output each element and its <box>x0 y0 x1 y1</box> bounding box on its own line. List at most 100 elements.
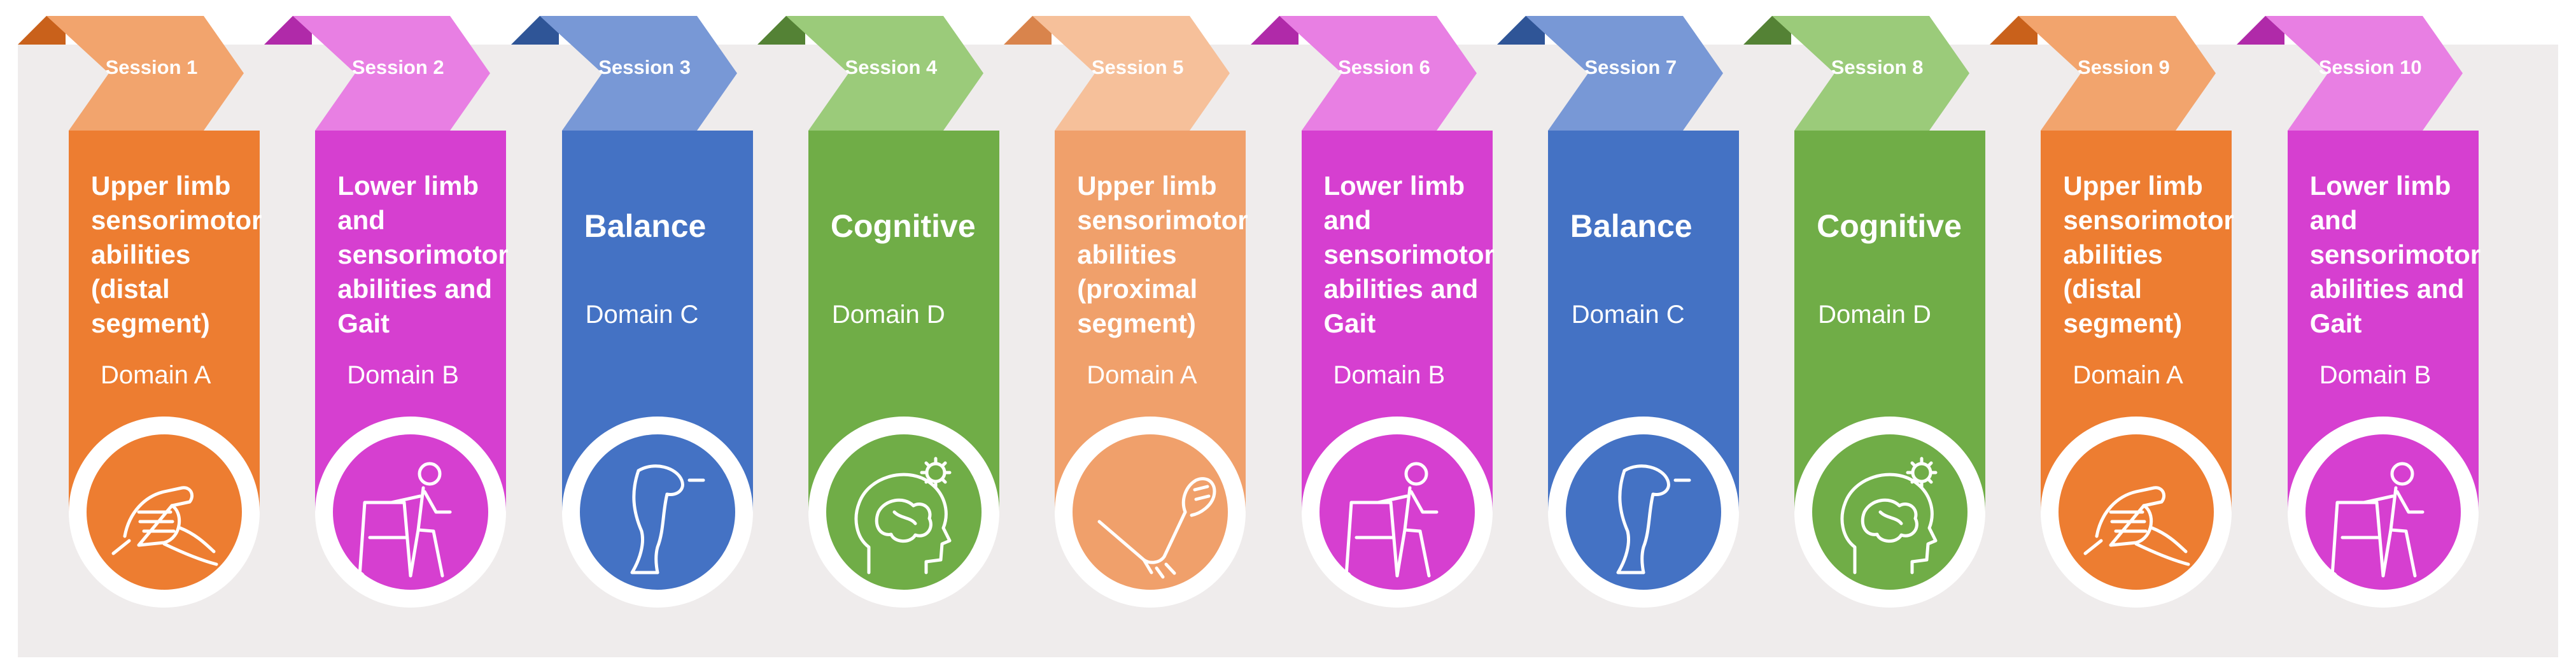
topic-line: abilities and <box>2309 274 2465 304</box>
topic-line: Upper limb <box>2063 171 2203 201</box>
topic-line: abilities <box>91 239 191 269</box>
domain-label: Domain C <box>1571 301 1685 329</box>
session-topic: Balance <box>1570 209 1761 243</box>
icon-disc <box>1319 434 1475 590</box>
walker-person-icon <box>315 417 506 608</box>
session-shape <box>18 16 260 608</box>
banner-chevron <box>2265 16 2463 131</box>
session-topic: Upper limb sensorimotor abilities (distal se… <box>2063 169 2254 341</box>
topic-line: Lower limb <box>2309 171 2451 201</box>
session-label: Session 5 <box>1091 56 1184 78</box>
topic-line: abilities <box>1077 239 1177 269</box>
session-column: Session 9 Upper limb sensorimotor abilities… <box>1990 0 2236 670</box>
session-label: Session 2 <box>351 56 444 78</box>
session-shape <box>510 16 753 608</box>
banner-chevron <box>46 16 244 131</box>
topic-line: sensorimotor <box>91 205 262 235</box>
domain-label: Domain B <box>347 361 459 389</box>
walker-person-icon <box>2288 417 2479 608</box>
leg-balance-icon <box>562 417 753 608</box>
topic-line: sensorimotor <box>2309 239 2481 269</box>
topic-line: sensorimotor <box>2063 205 2234 235</box>
brain-gear-icon <box>1794 417 1985 608</box>
leg-balance-icon <box>1548 417 1739 608</box>
topic-line: and <box>337 205 385 235</box>
banner-fold <box>757 16 805 45</box>
topic-line: sensorimotor <box>1077 205 1248 235</box>
hand-grip-icon <box>69 417 260 608</box>
topic-line: sensorimotor <box>1323 239 1495 269</box>
banner-fold <box>1743 16 1792 45</box>
topic-line: Lower limb <box>1323 171 1465 201</box>
domain-label: Domain B <box>2319 361 2432 389</box>
banner-chevron <box>1279 16 1477 131</box>
banner-chevron <box>2018 16 2216 131</box>
banner-chevron <box>1032 16 1230 131</box>
banner-chevron <box>539 16 737 131</box>
session-topic: Cognitive <box>831 209 1022 243</box>
session-topic: Cognitive <box>1817 209 2008 243</box>
topic-line: (proximal <box>1077 274 1198 304</box>
topic-line: Balance <box>1570 208 1693 244</box>
topic-line: (distal <box>2063 274 2143 304</box>
topic-line: abilities and <box>337 274 493 304</box>
topic-line: and <box>2309 205 2358 235</box>
session-shape <box>1004 16 1246 608</box>
session-label: Session 9 <box>2078 56 2170 78</box>
arm-flex-icon <box>1055 417 1246 608</box>
session-topic: Balance <box>584 209 775 243</box>
topic-line: Balance <box>584 208 707 244</box>
session-shape <box>264 16 507 608</box>
session-shape <box>2236 16 2479 608</box>
topic-line: Cognitive <box>830 208 976 244</box>
domain-label: Domain D <box>1818 301 1931 329</box>
domain-label: Domain C <box>585 301 699 329</box>
brain-gear-icon <box>808 417 999 608</box>
icon-disc <box>2305 434 2461 590</box>
banner-chevron <box>785 16 983 131</box>
topic-line: segment) <box>2063 308 2183 338</box>
topic-line: and <box>1323 205 1372 235</box>
banner-fold <box>18 16 66 45</box>
banner-fold <box>1004 16 1052 45</box>
banner-fold <box>2236 16 2284 45</box>
topic-line: abilities <box>2063 239 2163 269</box>
topic-line: Upper limb <box>91 171 231 201</box>
banner-fold <box>510 16 559 45</box>
topic-line: Gait <box>1323 308 1376 338</box>
session-label: Session 7 <box>1584 56 1677 78</box>
topic-line: sensorimotor <box>337 239 509 269</box>
session-shape <box>1743 16 1986 608</box>
icon-disc <box>579 434 735 590</box>
topic-line: Gait <box>2309 308 2362 338</box>
domain-label: Domain A <box>2073 361 2183 389</box>
domain-label: Domain A <box>101 361 211 389</box>
banner-fold <box>1990 16 2038 45</box>
topic-line: Cognitive <box>1817 208 1962 244</box>
banner-chevron <box>1772 16 1970 131</box>
banner-fold <box>1496 16 1545 45</box>
session-shape <box>757 16 999 608</box>
session-label: Session 3 <box>598 56 691 78</box>
hand-grip-icon <box>2041 417 2232 608</box>
icon-disc <box>1565 434 1721 590</box>
domain-label: Domain D <box>831 301 945 329</box>
icon-disc <box>333 434 489 590</box>
topic-line: Gait <box>337 308 390 338</box>
topic-line: segment) <box>1077 308 1196 338</box>
session-shape <box>1496 16 1739 608</box>
